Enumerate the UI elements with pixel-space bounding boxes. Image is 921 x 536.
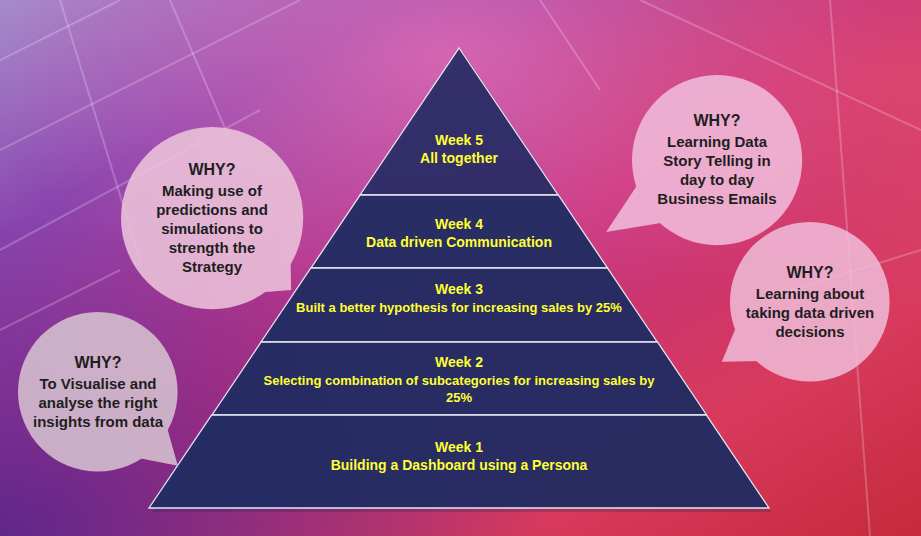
bubble-circle [730,222,890,382]
pyramid-band: Week 3Built a better hypothesis for incr… [261,268,657,342]
pyramid-band: Week 5All together [360,48,558,195]
week-topic: Selecting combination of subcategories f… [254,372,664,407]
callout-text: Making use of predictions and simulation… [147,181,277,276]
callout-heading: WHY? [33,353,163,372]
band-text: Week 4Data driven Communication [334,216,584,251]
callout-text-block: WHY? Learning about taking data driven de… [745,263,875,341]
callout-bubble: WHY? Making use of predictions and simula… [121,127,303,309]
week-topic: Built a better hypothesis for increasing… [291,299,626,317]
band-text: Week 2Selecting combination of subcatego… [254,354,664,407]
callout-text: Learning about taking data driven decisi… [745,284,875,341]
callout-heading: WHY? [652,111,782,130]
band-text: Week 3Built a better hypothesis for incr… [291,281,626,316]
band-text: Week 1Building a Dashboard using a Perso… [249,439,669,474]
band-outline [212,342,707,415]
callout-text-block: WHY? Learning Data Story Telling in day t… [652,111,782,208]
bubble-circle [121,127,303,309]
week-heading: Week 2 [254,354,664,372]
callout-bubble: WHY? To Visualise and analyse the right i… [18,312,178,472]
bubble-circle [632,75,802,245]
week-heading: Week 1 [249,439,669,457]
callout-bubble: WHY? Learning Data Story Telling in day t… [632,75,802,245]
week-topic: All together [384,150,534,168]
week-heading: Week 5 [384,132,534,150]
callout-text: To Visualise and analyse the right insig… [33,374,163,431]
pyramid-band: Week 1Building a Dashboard using a Perso… [149,415,769,508]
callout-heading: WHY? [745,263,875,282]
bubble-group [18,312,178,472]
bubble-group [121,127,303,309]
week-topic: Data driven Communication [334,234,584,252]
bubble-group [606,75,802,245]
band-outline [360,48,558,195]
band-outline [311,195,608,268]
week-heading: Week 4 [334,216,584,234]
pyramid-band: Week 2Selecting combination of subcatego… [212,342,707,415]
pyramid-band: Week 4Data driven Communication [311,195,608,268]
callout-heading: WHY? [147,160,277,179]
bubble-group [722,222,890,382]
band-outline [149,415,769,508]
band-text: Week 5All together [384,132,534,167]
bubble-circle [18,312,178,472]
callout-text: Learning Data Story Telling in day to da… [652,132,782,208]
week-heading: Week 3 [291,281,626,299]
band-shape [360,48,558,195]
callout-text-block: WHY? Making use of predictions and simula… [147,160,277,276]
callout-bubble: WHY? Learning about taking data driven de… [730,222,890,382]
callout-text-block: WHY? To Visualise and analyse the right i… [33,353,163,431]
week-topic: Building a Dashboard using a Persona [249,457,669,475]
band-outline [261,268,657,342]
